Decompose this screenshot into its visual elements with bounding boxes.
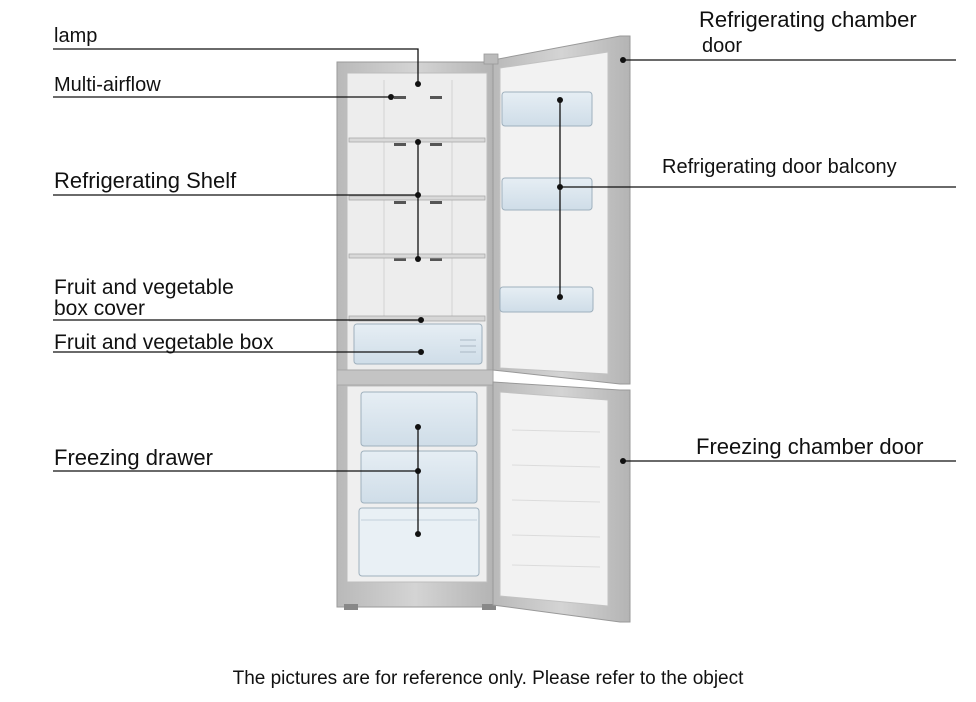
lamp-dot [415, 81, 421, 87]
label-lamp: lamp [54, 25, 98, 47]
drawer-dot [415, 424, 421, 430]
freezer-drawer [360, 450, 478, 504]
cover-dot [418, 317, 424, 323]
freezer-door-ribs [511, 429, 601, 568]
balcony-dot [557, 294, 563, 300]
label-fridge-door-line2: door [702, 35, 743, 57]
box-dot [418, 349, 424, 355]
lamp-leader [53, 48, 419, 84]
door-balcony [499, 286, 594, 313]
top-hinge [483, 53, 499, 65]
label-refrigerating-shelf: Refrigerating Shelf [54, 168, 237, 193]
refrigerating-chamber-door [483, 35, 631, 385]
leader-dots [388, 57, 626, 537]
label-fruit-box: Fruit and vegetable box [54, 331, 274, 354]
leader-lines [53, 48, 956, 534]
door-balconies [499, 91, 594, 313]
fridge-door-dot [620, 57, 626, 63]
label-door-balcony: Refrigerating door balcony [662, 156, 897, 178]
foot [344, 604, 358, 610]
label-freezing-drawer: Freezing drawer [54, 445, 213, 470]
fruit-box-cover [348, 315, 486, 322]
fruit-vegetable-box [353, 323, 483, 365]
shelf-dot [415, 192, 421, 198]
freezer-door-liner [499, 391, 609, 607]
freezer-door-dot [620, 458, 626, 464]
freezing-chamber-door [492, 381, 631, 623]
label-freezer-door: Freezing chamber door [696, 434, 924, 459]
footer-caption: The pictures are for reference only. Ple… [232, 668, 744, 689]
airflow-dot [388, 94, 394, 100]
door-balcony [501, 177, 593, 211]
label-multi-airflow: Multi-airflow [54, 74, 161, 96]
freezer-drawer [360, 391, 478, 447]
label-fridge-door-line1: Refrigerating chamber [699, 7, 917, 32]
balcony-dot [557, 184, 563, 190]
drawer-dot [415, 468, 421, 474]
label-fruit-box-cover-line1: Fruit and vegetable [54, 276, 234, 299]
freezer-drawer [358, 507, 480, 577]
door-balcony [501, 91, 593, 127]
balcony-dot [557, 97, 563, 103]
foot [482, 604, 496, 610]
label-fruit-box-cover-line2: box cover [54, 297, 146, 320]
freezing-drawers [358, 391, 480, 577]
shelf-dot [415, 139, 421, 145]
multi-airflow-vents [394, 96, 442, 261]
compartment-divider [336, 369, 494, 386]
shelf-dot [415, 256, 421, 262]
drawer-dot [415, 531, 421, 537]
